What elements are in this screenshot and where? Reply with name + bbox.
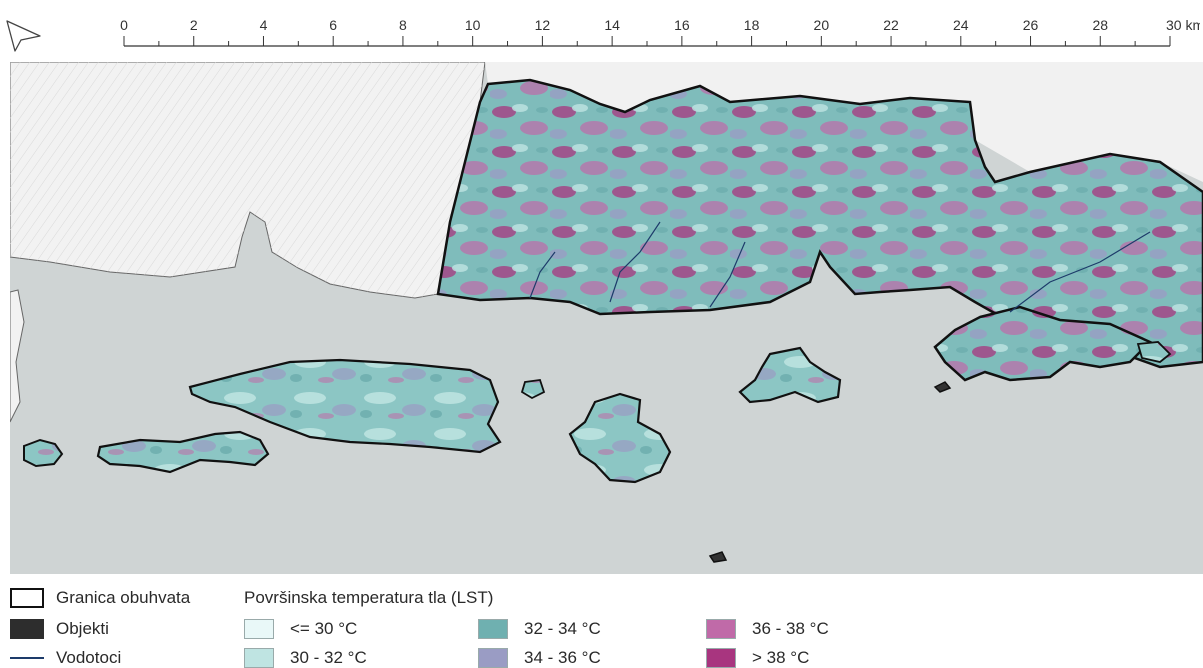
watercourses-swatch <box>10 657 44 659</box>
islet <box>520 379 546 400</box>
lst-class-label: > 38 °C <box>752 648 810 667</box>
scale-label: 0 <box>120 17 128 33</box>
boundary-label: Granica obuhvata <box>56 588 191 607</box>
lst-class-label: 36 - 38 °C <box>752 619 829 638</box>
lst-title: Površinska temperatura tla (LST) <box>244 588 494 607</box>
legend: Granica obuhvata Objekti Vodotoci Površi… <box>0 580 1203 668</box>
scale-label: 20 <box>814 17 830 33</box>
scale-label: 12 <box>535 17 551 33</box>
scale-label: 22 <box>883 17 899 33</box>
scale-label: 2 <box>190 17 198 33</box>
islet <box>933 381 952 393</box>
mainland-left-edge <box>10 289 25 423</box>
island-large <box>188 358 502 454</box>
island-middle <box>568 392 672 484</box>
study-area-peninsula <box>933 305 1153 382</box>
lst-class-swatch <box>706 619 736 639</box>
watercourses-label: Vodotoci <box>56 648 122 667</box>
scale-label: 4 <box>260 17 268 33</box>
scale-label: 18 <box>744 17 760 33</box>
lst-class-label: <= 30 °C <box>290 619 358 638</box>
outside-top-area <box>485 62 1203 182</box>
watercourses-lines <box>529 221 1151 313</box>
scale-label: 14 <box>604 17 620 33</box>
lst-class-swatch <box>244 648 274 668</box>
island-right <box>738 346 842 404</box>
lst-class-swatch <box>478 619 508 639</box>
scale-label: 8 <box>399 17 407 33</box>
island-long <box>96 430 270 474</box>
scale-label: 6 <box>329 17 337 33</box>
north-arrow-icon <box>6 20 41 52</box>
lst-class-label: 34 - 36 °C <box>524 648 601 667</box>
buildings-label: Objekti <box>56 619 109 638</box>
lst-class-swatch <box>478 648 508 668</box>
lst-class-label: 30 - 32 °C <box>290 648 367 667</box>
lst-class-swatch <box>244 619 274 639</box>
scale-label: 10 <box>465 17 481 33</box>
map-canvas <box>10 62 1203 574</box>
lst-class-swatch <box>706 648 736 668</box>
scale-label: 28 <box>1092 17 1108 33</box>
scale-label: 26 <box>1023 17 1039 33</box>
buildings-swatch <box>10 619 44 639</box>
scale-label: 30 km <box>1166 17 1200 33</box>
scale-label: 24 <box>953 17 969 33</box>
scale-label: 16 <box>674 17 690 33</box>
boundary-swatch <box>10 588 44 608</box>
islet <box>708 551 728 563</box>
island-small-left <box>23 438 64 468</box>
islet <box>1136 341 1172 363</box>
lst-class-label: 32 - 34 °C <box>524 619 601 638</box>
